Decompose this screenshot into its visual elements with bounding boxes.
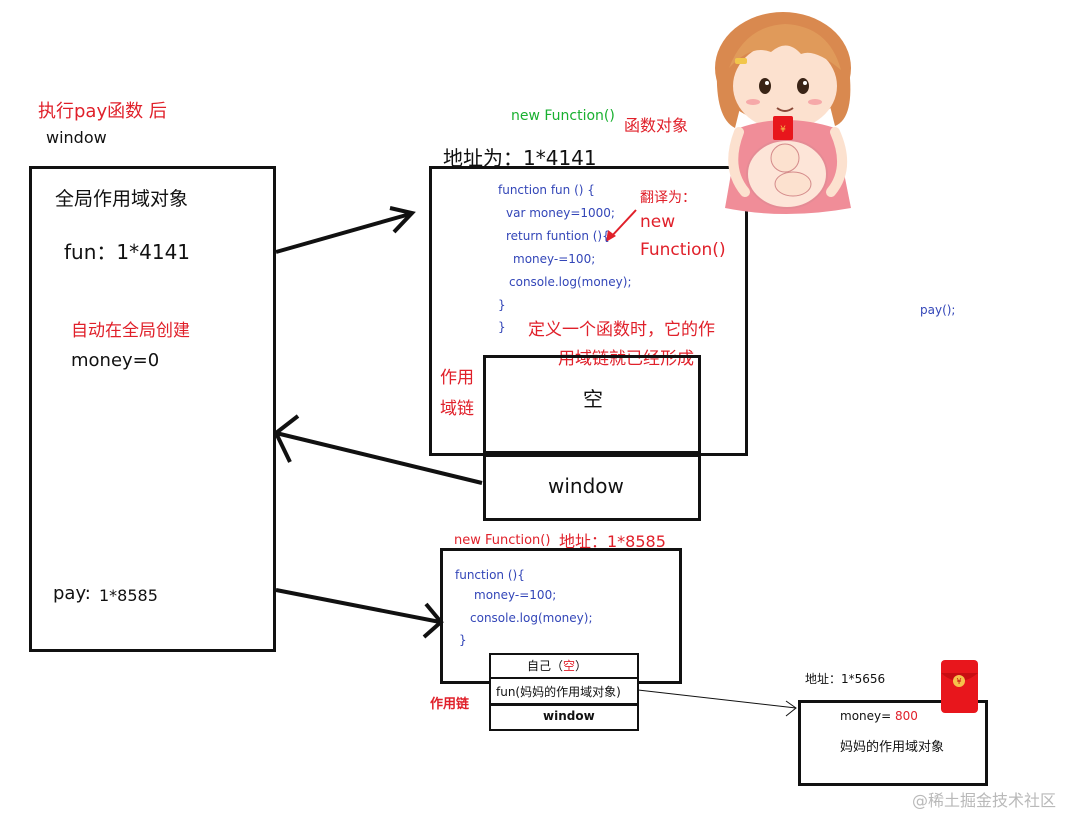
arrowhead-fun-to-mom-scope	[785, 700, 797, 717]
fun-chain-empty-cell	[483, 355, 701, 457]
fun-code-line-7: }	[498, 320, 506, 334]
watermark: @稀土掘金技术社区	[912, 791, 1057, 810]
global-fun-entry: fun：1*4141	[64, 240, 191, 264]
pay-address: 地址：1*8585	[559, 532, 666, 551]
arrow-window-to-global	[275, 431, 483, 485]
svg-text:¥: ¥	[780, 125, 786, 135]
fun-code-line-1: function fun () {	[498, 183, 595, 197]
global-pay-value: 1*8585	[99, 586, 158, 605]
mom-scope-money: money= 800	[840, 709, 918, 723]
pay-scope-chain-label: 作用链	[430, 697, 470, 712]
mom-scope-address: 地址：1*5656	[805, 672, 886, 686]
pay-code-line-4: }	[459, 633, 467, 647]
scope-chain-label-1: 作用	[440, 368, 474, 388]
pay-chain-divider-1	[489, 677, 639, 679]
fun-code-line-3: return funtion (){	[506, 229, 610, 243]
pay-chain-self: 自己（空）	[527, 657, 587, 674]
arrow-global-to-pay	[275, 588, 441, 624]
mom-scope-money-value: 800	[895, 709, 918, 723]
global-scope-box	[29, 166, 276, 652]
global-money-entry: money=0	[71, 350, 160, 371]
pay-chain-window: window	[543, 709, 595, 723]
arrow-fun-to-mom-scope	[637, 689, 797, 709]
define-note-line-1: 定义一个函数时，它的作	[528, 320, 715, 340]
fun-code-line-2: var money=1000;	[506, 206, 615, 220]
global-pay-key: pay:	[53, 583, 91, 604]
pay-chain-self-empty: 空	[563, 659, 576, 673]
fun-code-line-4: money-=100;	[513, 252, 596, 266]
page-title: 执行pay函数 后	[38, 101, 167, 122]
global-scope-title: 全局作用域对象	[55, 188, 189, 210]
pay-chain-self-prefix: 自己（	[527, 659, 564, 673]
fun-code-line-6: }	[498, 298, 506, 312]
pay-call-text: pay();	[920, 303, 956, 317]
window-label: window	[46, 128, 107, 147]
fun-chain-window-cell	[483, 451, 701, 521]
arrow-translate-note	[609, 209, 637, 239]
pay-new-function-label: new Function()	[454, 533, 551, 548]
arrowhead-window-to-global	[273, 414, 300, 463]
translate-value-1: new	[640, 212, 676, 232]
global-auto-note: 自动在全局创建	[71, 321, 190, 341]
fun-code-line-5: console.log(money);	[509, 275, 632, 289]
pay-scope-chain-box	[489, 653, 639, 731]
fun-new-function-label: new Function()	[511, 108, 615, 124]
arrowhead-global-to-fun	[389, 206, 416, 234]
fun-chain-empty-text: 空	[583, 387, 603, 411]
mom-scope-box	[798, 700, 988, 786]
fun-chain-window-text: window	[548, 474, 624, 498]
fun-object-label: 函数对象	[624, 116, 689, 135]
pay-chain-self-suffix: ）	[575, 659, 588, 673]
arrow-global-to-fun	[275, 212, 411, 254]
pay-chain-divider-2	[489, 703, 639, 706]
pay-code-line-3: console.log(money);	[470, 611, 593, 625]
translate-note: 翻译为：	[640, 190, 696, 206]
translate-value-2: Function()	[640, 240, 726, 260]
pay-code-line-1: function (){	[455, 568, 525, 582]
mom-scope-label: 妈妈的作用域对象	[840, 740, 945, 755]
red-envelope-icon: ¥	[941, 660, 978, 713]
scope-chain-label-2: 域链	[440, 399, 474, 419]
define-note-line-2: 用域链就已经形成	[558, 349, 694, 369]
pay-chain-fun: fun(妈妈的作用域对象)	[496, 685, 621, 699]
pay-code-line-2: money-=100;	[474, 588, 557, 602]
arrowhead-translate-note	[606, 230, 616, 242]
mom-scope-money-key: money=	[840, 709, 892, 723]
svg-text:¥: ¥	[956, 677, 961, 686]
mother-illustration-icon: ¥	[715, 12, 851, 214]
